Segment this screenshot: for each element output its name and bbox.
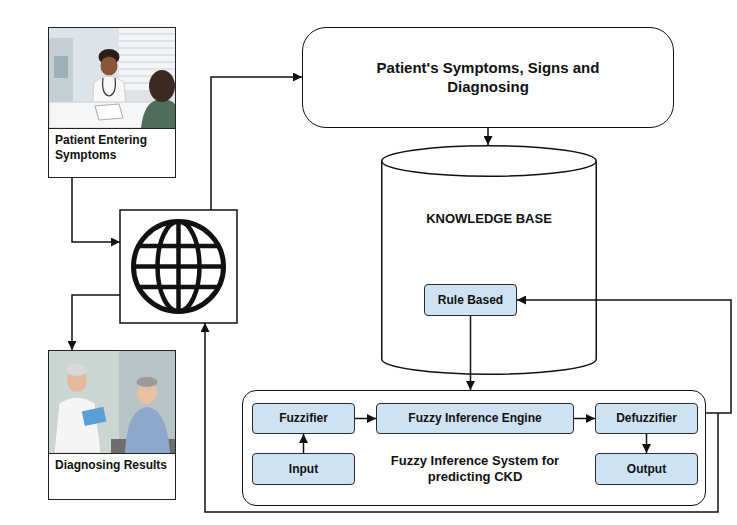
text-holder: Fuzzy Inference System for predicting CK…: [390, 453, 560, 486]
connector-arrow: [517, 300, 731, 413]
wire-to-globe: [72, 178, 120, 242]
connector-layer: [304, 128, 732, 453]
doctor-face: [101, 57, 118, 76]
cabinet: [49, 38, 73, 108]
stethoscope: [103, 78, 116, 96]
photo-caption: Patient Entering Symptoms: [49, 128, 175, 177]
window-blind: [119, 41, 175, 42]
node-label: Input: [289, 462, 318, 477]
photo-illustration: [49, 28, 175, 128]
io-box: Output: [595, 453, 698, 485]
node-label: Fuzzifier: [279, 411, 328, 426]
node-label: Patient Entering Symptoms: [55, 133, 169, 163]
equipment: [54, 56, 68, 78]
cylinder-rim: [382, 161, 597, 176]
globe-frame: [120, 210, 237, 323]
patient-hair: [137, 377, 158, 387]
photo-card: Patient Entering Symptoms: [48, 27, 176, 178]
wall: [49, 351, 175, 453]
node-label: Rule Based: [438, 293, 503, 308]
node-label: Output: [627, 462, 666, 477]
process-box: Fuzzy Inference Engine: [376, 403, 574, 434]
window-blind: [119, 55, 175, 56]
connector-arrow: [574, 418, 595, 420]
globe-parallel: [139, 285, 219, 290]
folder: [82, 407, 107, 426]
window-blind: [119, 69, 175, 70]
rule-box: Rule Based: [424, 284, 517, 316]
connector-arrow: [487, 128, 489, 145]
connector-arrow: [303, 434, 305, 453]
patient-body: [141, 99, 175, 128]
io-box: Input: [252, 453, 355, 485]
photo-caption: Diagnosing Results: [49, 453, 175, 499]
wire-to-globe: [205, 323, 718, 512]
doctor-coat: [54, 397, 101, 453]
node-label: Patient's Symptoms, Signs and Diagnosing: [357, 59, 619, 97]
text-holder: KNOWLEDGE BASE: [381, 211, 597, 227]
process-box: Patient's Symptoms, Signs and Diagnosing: [302, 27, 674, 128]
globe-outline: [134, 222, 224, 312]
node-label: Diagnosing Results: [55, 458, 169, 473]
patient-shirt: [125, 407, 170, 453]
photo-illustration: [49, 351, 175, 453]
system-box: Fuzzifier Fuzzy Inference Engine Defuzzifi…: [242, 390, 706, 506]
connector-arrow: [355, 418, 376, 420]
cylinder-outline: [381, 145, 597, 375]
wire-from-globe: [72, 295, 120, 350]
node-label: KNOWLEDGE BASE: [381, 211, 597, 227]
database-cylinder: Rule Based KNOWLEDGE BASE: [381, 145, 597, 375]
wire-from-globe: [211, 77, 302, 210]
process-box: Fuzzifier: [252, 403, 355, 434]
doctor-hair: [67, 364, 88, 376]
window-blind: [119, 62, 175, 63]
window-blind: [119, 48, 175, 49]
photo-card: Diagnosing Results: [48, 350, 176, 500]
globe-parallel: [139, 244, 219, 249]
window-blind: [119, 34, 175, 35]
patient-hair: [149, 70, 175, 102]
node-label: Fuzzy Inference System for predicting CK…: [390, 453, 560, 486]
paper: [95, 104, 123, 120]
wall-panel: [119, 351, 175, 453]
process-box: Defuzzifier: [595, 403, 698, 434]
node-label: Defuzzifier: [616, 411, 677, 426]
wall: [49, 28, 175, 128]
connector-arrow: [470, 316, 472, 390]
node-label: Fuzzy Inference Engine: [408, 411, 541, 426]
cylinder-body: [382, 146, 597, 375]
connector-arrow: [646, 434, 648, 453]
globe-icon: [120, 210, 237, 323]
globe-parallel: [134, 264, 224, 269]
